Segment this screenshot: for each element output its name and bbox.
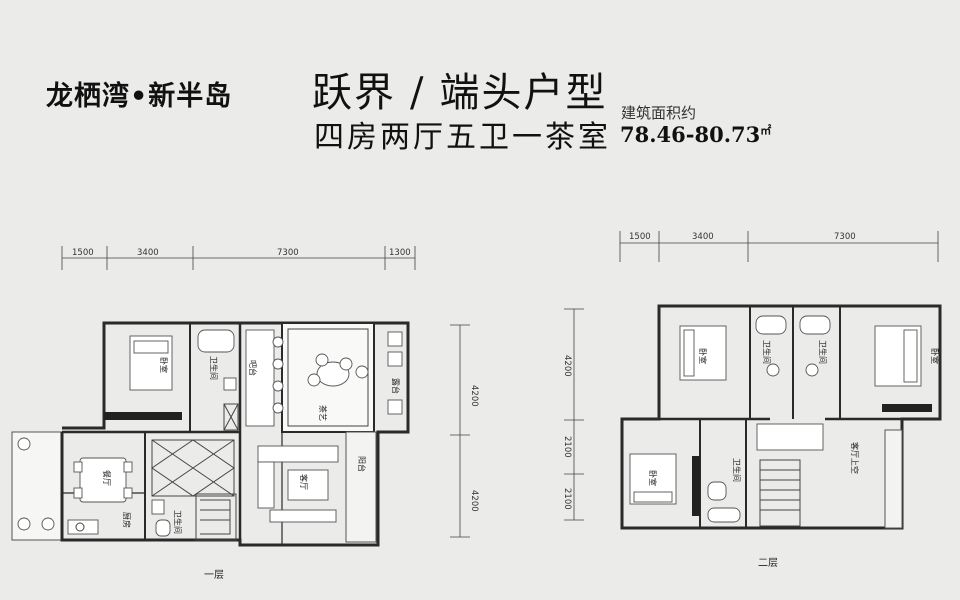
floor2-label: 二层 [758, 557, 778, 569]
dim-label: 3400 [692, 232, 714, 242]
floor2-room-labels: 卧室 卫生间 卫生间 卧室 卧室 卫生间 客厅上空 [648, 340, 940, 486]
dim-label: 4200 [469, 385, 479, 407]
room-label-tea: 茶艺 [318, 405, 328, 421]
room-label-terrace: 露台 [391, 378, 401, 394]
floor1-plan: 1500 3400 7300 1300 4200 4200 [11, 246, 479, 581]
floor1-room-labels: 卧室 卫生间 吧台 茶艺 露台 餐厅 厨房 卫生间 客厅 阳台 [102, 356, 401, 534]
dim-label: 2100 [562, 436, 572, 458]
area-unit: ㎡ [760, 124, 772, 137]
room-label-void: 客厅上空 [850, 442, 860, 474]
dim-label: 3400 [137, 248, 159, 258]
headline: 跃界 / 端头户型 [312, 60, 607, 118]
dim-label: 1500 [72, 248, 94, 258]
room-label-bedroom-a: 卧室 [698, 348, 708, 364]
dim-label: 2100 [562, 488, 572, 510]
room-label-bedroom-c: 卧室 [648, 470, 658, 486]
room-label-balcony: 阳台 [357, 456, 367, 472]
room-label-living: 客厅 [299, 474, 309, 490]
floor1-furniture [17, 329, 403, 541]
floor1-dimension-top: 1500 3400 7300 1300 [61, 246, 416, 270]
room-label-kitchen: 厨房 [122, 512, 132, 528]
area-label: 建筑面积约 [621, 104, 697, 122]
floor1-label: 一层 [204, 569, 224, 581]
dim-label: 1300 [389, 248, 411, 258]
floor1-walls [11, 321, 410, 547]
room-label-bath-b: 卫生间 [818, 340, 828, 364]
room-label-bath2: 卫生间 [173, 510, 183, 534]
headline-separator: / [410, 70, 426, 116]
dim-label: 7300 [277, 248, 299, 258]
floor1-dimension-right: 4200 4200 [450, 324, 479, 538]
room-label-bath-c: 卫生间 [732, 458, 742, 482]
room-label-bath-a: 卫生间 [762, 340, 772, 364]
room-label-bedroom-b: 卧室 [930, 348, 940, 364]
dim-label: 1500 [629, 232, 651, 242]
room-label-bedroom: 卧室 [159, 357, 169, 373]
layout-description: 四房两厅五卫一茶室 [314, 120, 611, 155]
area-value: 78.46-80.73 [620, 122, 761, 147]
floor2-furniture [629, 315, 922, 527]
type-name: 跃界 [312, 70, 396, 116]
room-label-bath: 卫生间 [209, 356, 219, 380]
dim-label: 4200 [562, 355, 572, 377]
room-label-dining: 餐厅 [102, 470, 111, 486]
dim-label: 7300 [834, 232, 856, 242]
room-label-bar: 吧台 [248, 360, 258, 376]
floor2-dimension-top: 1500 3400 7300 [619, 231, 939, 262]
project-name: 龙栖湾•新半岛 [46, 81, 233, 112]
floor2-plan: 1500 3400 7300 4200 2100 2100 [562, 231, 942, 569]
floor2-dimension-left: 4200 2100 2100 [562, 308, 584, 521]
area-value-block: 78.46-80.73㎡ [620, 122, 771, 147]
dim-label: 4200 [469, 490, 479, 512]
floor2-walls [620, 304, 942, 530]
unit-type: 端头户型 [439, 70, 608, 116]
